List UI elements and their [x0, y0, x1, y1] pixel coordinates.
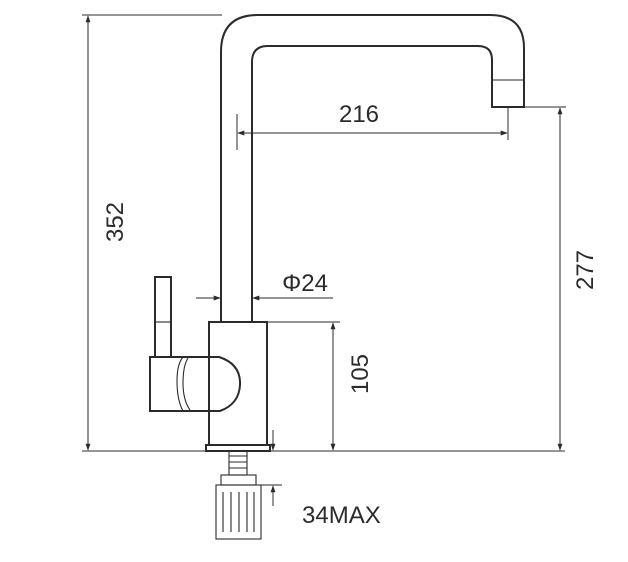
dim-body-height: 105 [267, 321, 374, 451]
dim-spout-height-label: 277 [572, 250, 599, 290]
dim-total-height: 352 [82, 14, 222, 451]
faucet-body [149, 14, 525, 540]
dim-deck-thickness: 34MAX [260, 430, 381, 529]
dim-body-height-label: 105 [347, 354, 374, 394]
dim-total-height-label: 352 [102, 202, 129, 242]
dim-pipe-diameter-label: Φ24 [282, 270, 328, 297]
dim-spout-reach: 216 [236, 101, 509, 150]
dim-spout-reach-label: 216 [339, 101, 379, 128]
dim-deck-thickness-label: 34MAX [302, 502, 381, 529]
dim-spout-height: 277 [524, 106, 599, 451]
dim-pipe-diameter: Φ24 [196, 270, 333, 301]
